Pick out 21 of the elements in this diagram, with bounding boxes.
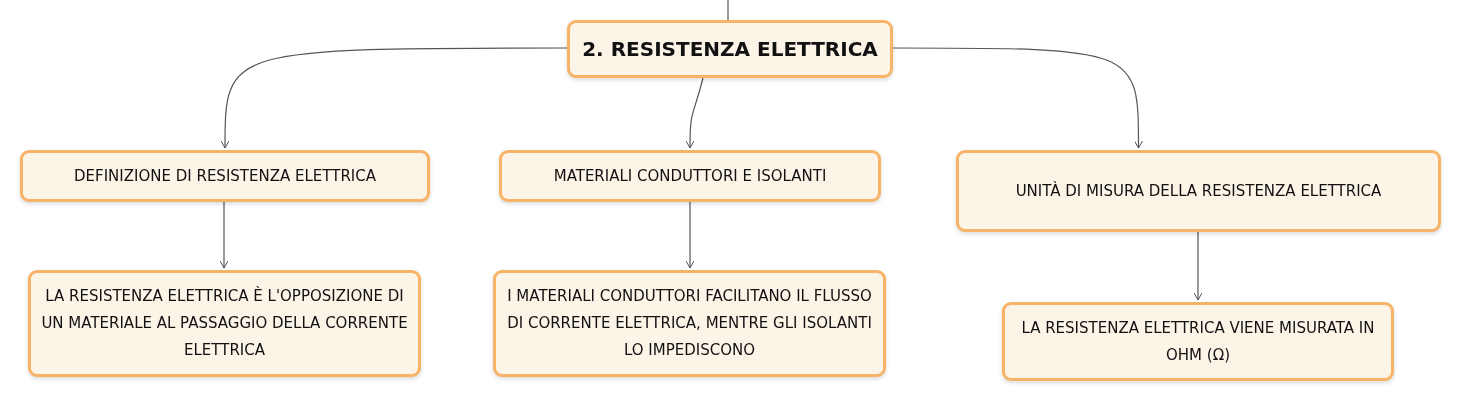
connector-line — [685, 77, 704, 149]
connector-line — [727, 0, 729, 21]
topic-box — [567, 20, 893, 78]
topic-text: DEFINIZIONE DI RESISTENZA ELETTRICA — [74, 165, 376, 187]
topic-box — [1002, 302, 1394, 381]
topic-box — [20, 150, 430, 202]
connector-line — [892, 47, 1143, 149]
connector-line — [685, 201, 695, 269]
topic-text: I MATERIALI CONDUTTORI FACILITANO IL FLUSSO DI CORRENTE ELETTRICA, MENTRE GLI ISOLANTI LO IMPEDISCONO — [506, 286, 873, 361]
topic-text: MATERIALI CONDUTTORI E ISOLANTI — [553, 165, 827, 187]
topic-text: LA RESISTENZA ELETTRICA VIENE MISURATA IN OHM (Ω) — [1020, 317, 1376, 366]
topic-text: LA RESISTENZA ELETTRICA È L'OPPOSIZIONE DI UN MATERIALE AL PASSAGGIO DELLA CORRENTE ELETTRICA — [41, 285, 408, 361]
connector-line — [1193, 231, 1203, 301]
topic-text: UNITÀ DI MISURA DELLA RESISTENZA ELETTRICA — [1015, 180, 1382, 202]
topic-text: 2. RESISTENZA ELETTRICA — [582, 35, 878, 63]
topic-box — [956, 150, 1441, 232]
topic-box — [28, 270, 421, 377]
connector-line — [220, 47, 568, 149]
topic-box — [493, 270, 886, 377]
connector-line — [219, 201, 229, 269]
topic-box — [499, 150, 881, 202]
